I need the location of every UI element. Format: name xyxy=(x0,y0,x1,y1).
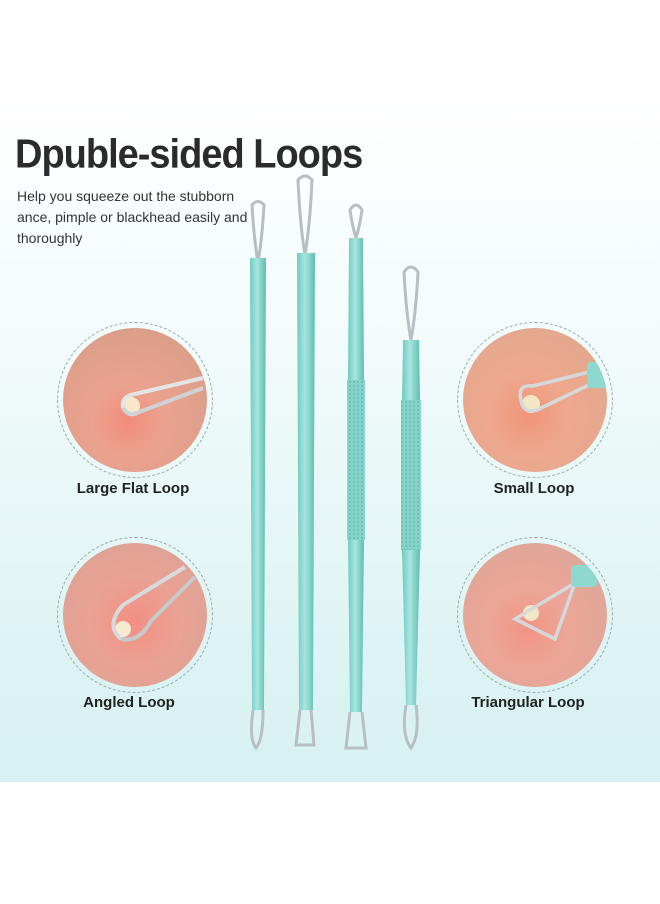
small-loop-photo xyxy=(457,322,613,478)
angled-loop-photo xyxy=(57,537,213,693)
tool-angled-loop xyxy=(294,174,316,747)
tool-knurled-triangular xyxy=(344,203,368,750)
triangular-loop-photo xyxy=(457,537,613,693)
page-subtitle: Help you squeeze out the stubborn ance, … xyxy=(17,188,248,246)
tool-knurled-small-loop xyxy=(401,265,421,751)
loop-label-small: Small Loop xyxy=(493,480,575,497)
page-title: Dpuble-sided Loops xyxy=(15,132,363,178)
extractor-tools-illustration xyxy=(250,174,421,751)
loop-label-large-flat: Large Flat Loop xyxy=(76,480,190,497)
product-banner: Dpuble-sided Loops Help you squeeze out … xyxy=(0,0,660,782)
large-flat-loop-photo xyxy=(57,322,213,478)
loop-label-angled: Angled Loop xyxy=(83,694,175,711)
loop-label-triangular: Triangular Loop xyxy=(471,694,585,711)
tool-large-flat-loop xyxy=(250,200,266,751)
